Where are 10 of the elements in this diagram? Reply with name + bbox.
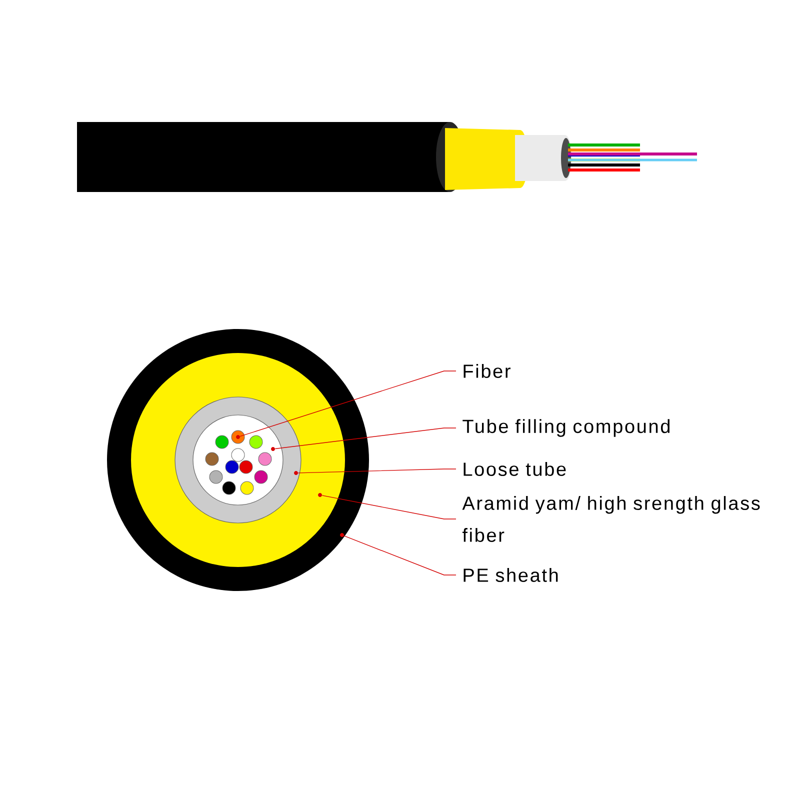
leader-line (344, 535, 456, 576)
part-label: PE sheath (464, 568, 558, 582)
part-label: Aramid yam/ high srength glass fiber (462, 496, 760, 542)
leader-line (322, 495, 456, 520)
leader-line (298, 468, 456, 474)
part-label: Loose tube (464, 462, 566, 476)
part-label: Fiber (464, 364, 510, 378)
leader-line (274, 428, 456, 450)
part-label: Tube filling compound (462, 419, 670, 437)
leader-line (240, 370, 456, 437)
